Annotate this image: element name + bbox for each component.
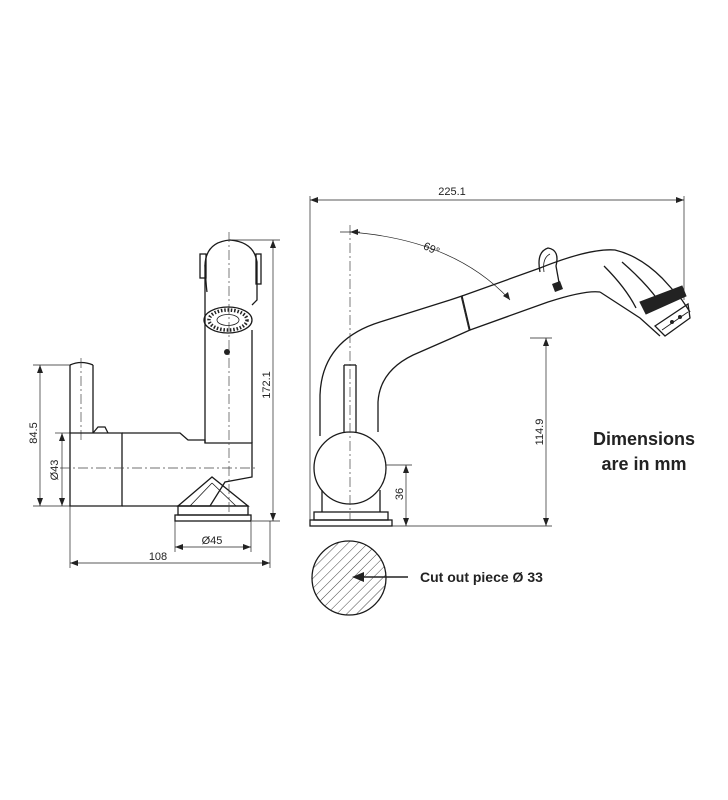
swivel-angle: 69°	[340, 229, 511, 301]
units-note-line1: Dimensions	[593, 429, 695, 449]
front-spout	[319, 225, 691, 520]
lever-knob	[92, 426, 109, 434]
front-mount-base	[309, 511, 393, 527]
lever-rod	[69, 358, 94, 440]
total-height-label: 172.1	[261, 371, 273, 399]
units-note-line2: are in mm	[601, 454, 686, 474]
lever-height-label: 84.5	[28, 422, 40, 443]
front-view	[309, 225, 691, 527]
front-body-neck	[321, 490, 381, 512]
spray-nozzle	[203, 306, 253, 355]
swivel-angle-label: 69°	[421, 240, 441, 258]
side-body	[60, 432, 258, 507]
side-depth-label: 108	[149, 551, 167, 563]
cutout-section	[311, 540, 408, 616]
outlet-height-label: 114.9	[534, 419, 546, 446]
side-spout	[199, 232, 262, 515]
base-diameter-label: Ø45	[202, 535, 223, 547]
body-height-label: 36	[394, 488, 406, 500]
body-diameter-label: Ø43	[49, 460, 61, 481]
side-view-dimensions: 84.5 Ø43 108 Ø45 172.1	[28, 239, 280, 568]
overall-length-label: 225.1	[438, 186, 466, 198]
side-mount-base	[174, 505, 252, 522]
front-view-dimensions: 225.1 114.9 36	[309, 186, 685, 527]
cutout-label: Cut out piece Ø 33	[420, 569, 543, 585]
side-view	[60, 232, 262, 522]
